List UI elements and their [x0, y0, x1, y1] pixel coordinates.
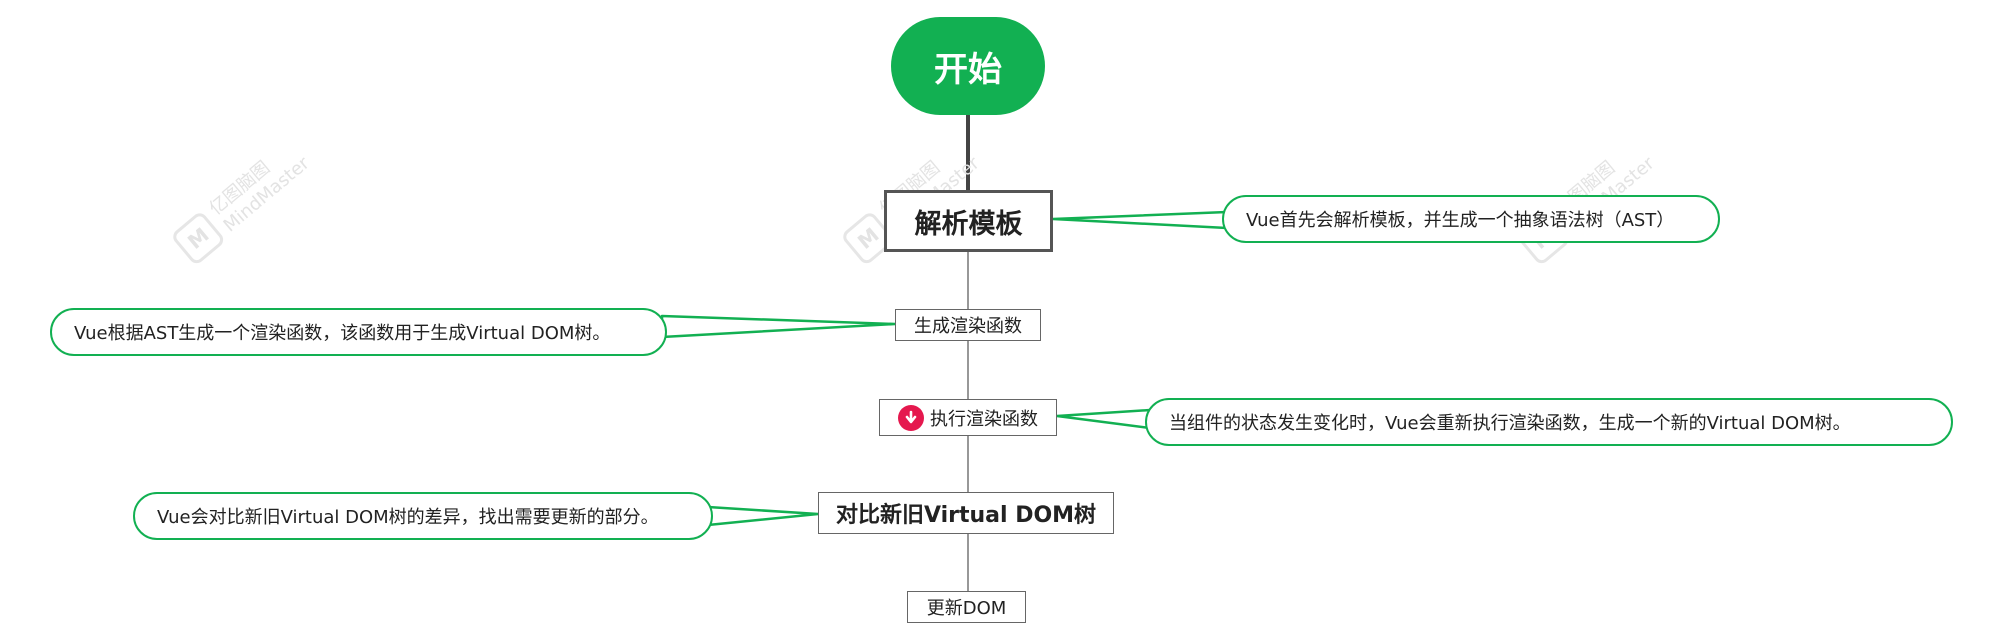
- note-execute-render-function: 当组件的状态发生变化时，Vue会重新执行渲染函数，生成一个新的Virtual D…: [1145, 398, 1953, 446]
- step-diff-vdom[interactable]: 对比新旧Virtual DOM树: [818, 492, 1114, 534]
- step-update-dom[interactable]: 更新DOM: [907, 591, 1026, 623]
- step-execute-label: 执行渲染函数: [930, 408, 1038, 430]
- step-execute-render-function[interactable]: 执行渲染函数: [879, 399, 1057, 436]
- tail-3: [1055, 408, 1152, 430]
- note-diff-vdom: Vue会对比新旧Virtual DOM树的差异，找出需要更新的部分。: [133, 492, 713, 540]
- tail-1: [1051, 210, 1229, 230]
- note-parse-template: Vue首先会解析模板，并生成一个抽象语法树（AST）: [1222, 195, 1720, 243]
- tail-4: [706, 505, 820, 527]
- arrow-down-circle-icon: [898, 404, 924, 431]
- step-generate-render-function[interactable]: 生成渲染函数: [895, 309, 1041, 341]
- step-parse-template[interactable]: 解析模板: [884, 190, 1053, 252]
- tail-2: [660, 314, 897, 339]
- start-node[interactable]: 开始: [891, 17, 1045, 115]
- note-generate-render-function: Vue根据AST生成一个渲染函数，该函数用于生成Virtual DOM树。: [50, 308, 667, 356]
